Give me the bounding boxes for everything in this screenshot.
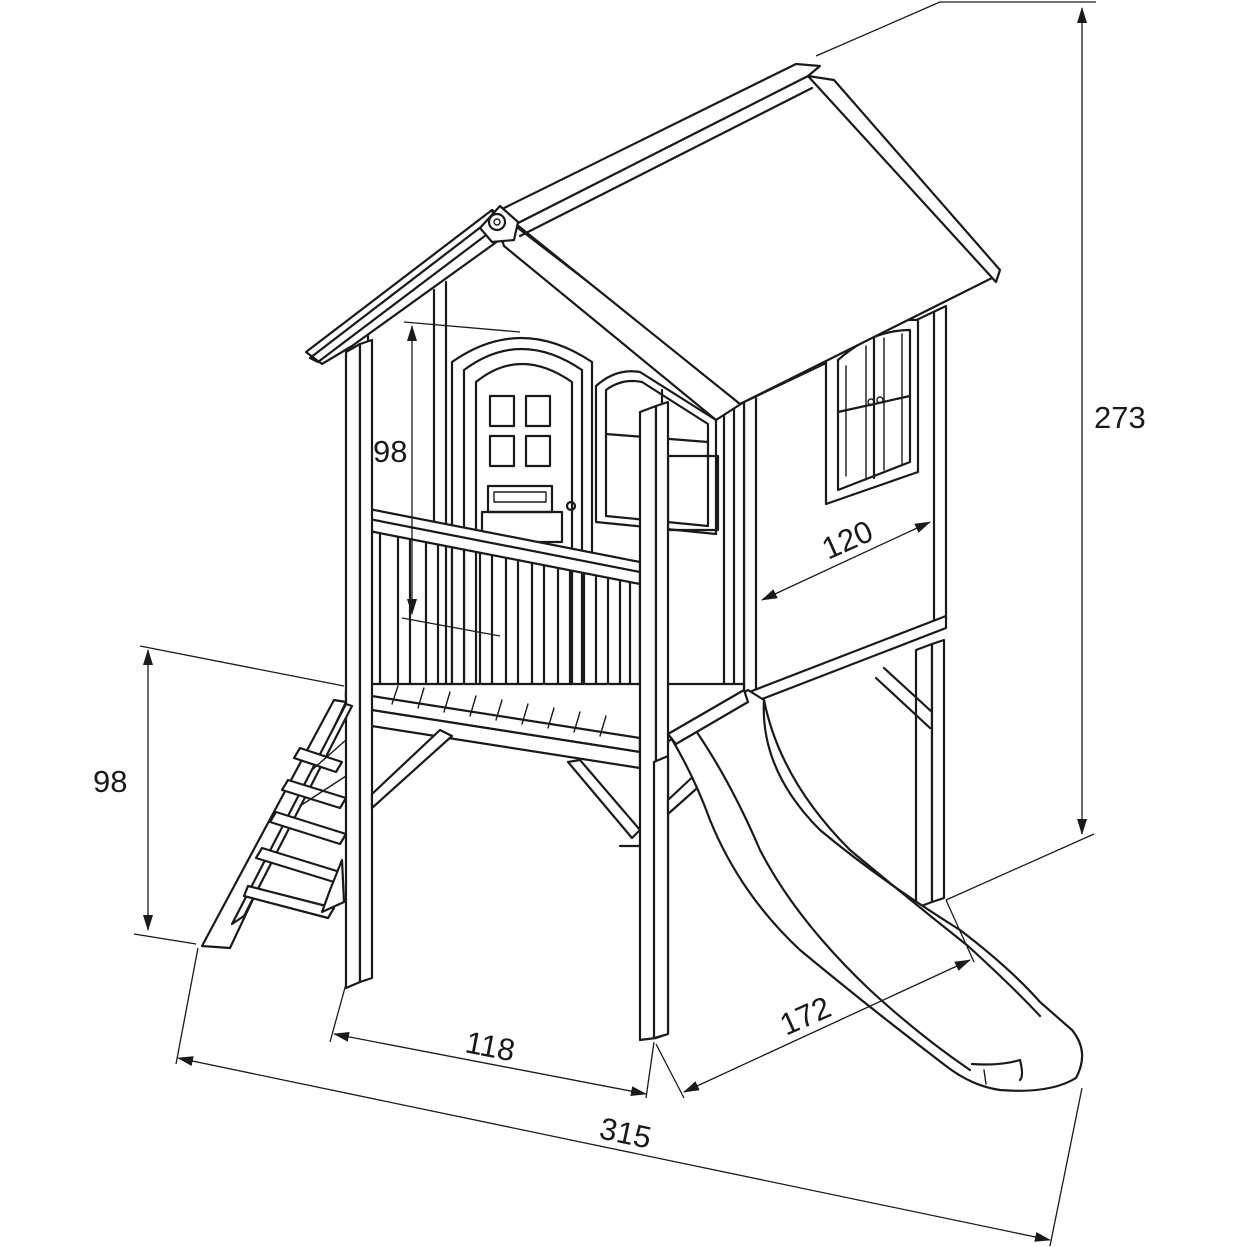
dim-platform-height: 98	[93, 645, 345, 945]
dim-front-width: 118	[329, 983, 655, 1099]
ladder	[200, 698, 354, 950]
dim-total-height: 273	[815, 1, 1146, 901]
dim-veranda-height: 98	[373, 321, 521, 637]
label-platform-height: 98	[93, 764, 127, 799]
label-total-length: 315	[597, 1111, 655, 1156]
label-slide-length: 172	[775, 989, 836, 1042]
label-front-width: 118	[463, 1025, 518, 1069]
label-veranda-height: 98	[373, 434, 407, 469]
back-legs	[874, 638, 946, 910]
slide	[666, 688, 1084, 1092]
label-total-height: 273	[1094, 400, 1146, 435]
roof	[304, 62, 1002, 422]
side-window	[824, 318, 920, 506]
posts	[344, 338, 670, 1042]
dim-total-length: 315	[175, 947, 1083, 1247]
